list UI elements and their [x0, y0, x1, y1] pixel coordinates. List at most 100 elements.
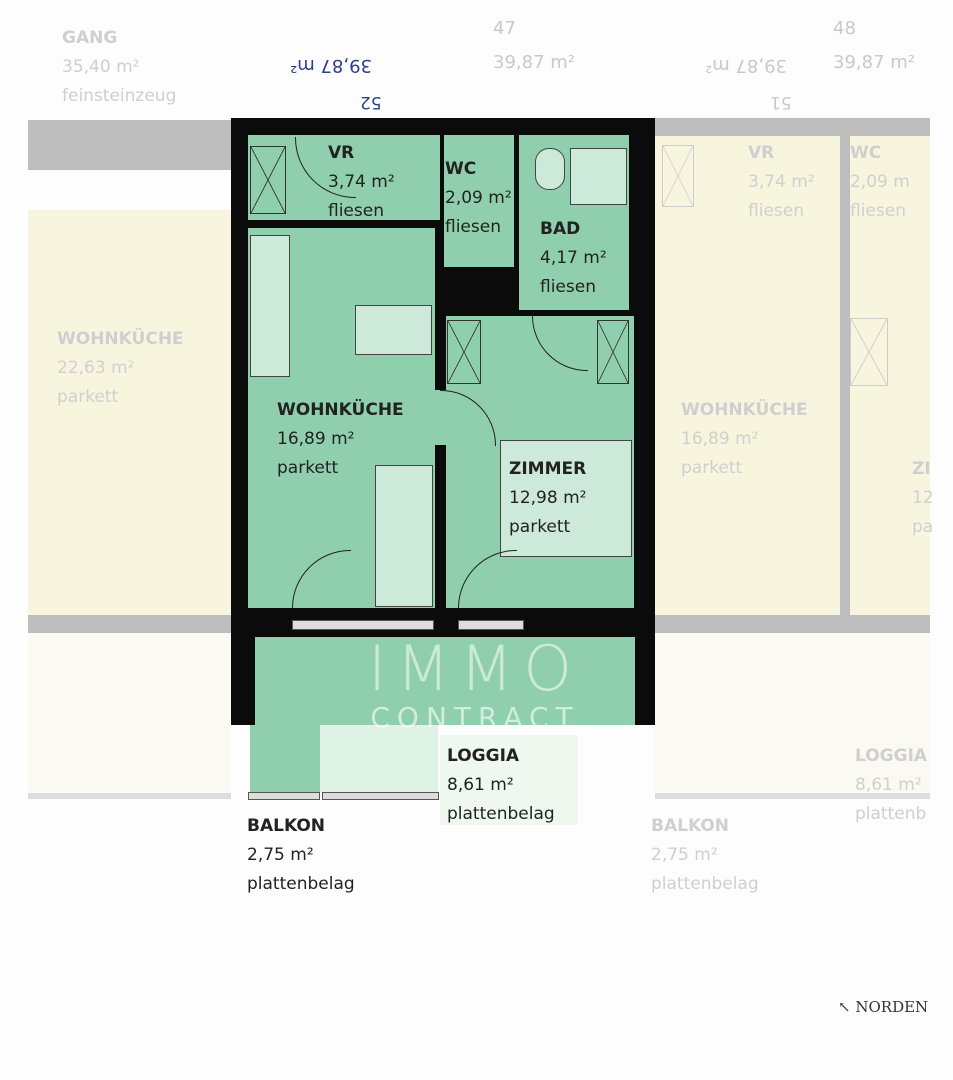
right-zimmer-name: ZI [912, 459, 931, 479]
balkon-name: BALKON [247, 816, 326, 836]
gang-area: 35,40 m² [62, 57, 140, 77]
unit-48-area: 39,87 m² [833, 52, 916, 73]
right-zimmer-area: 12 [912, 488, 934, 508]
wohnkueche-name: WOHNKÜCHE [277, 400, 404, 420]
right-loggia-floor: plattenb [855, 804, 927, 824]
right-vr-area: 3,74 m² [748, 172, 815, 192]
right-unit-wall [655, 118, 930, 136]
label-zimmer: ZIMMER 12,98 m² parkett [509, 455, 586, 542]
left-unit-wall-bottom [28, 615, 231, 633]
balkon-floor: plattenbelag [247, 874, 355, 894]
sofa [375, 465, 433, 607]
right-wc-floor: fliesen [850, 201, 906, 221]
left-unit-area [28, 210, 231, 630]
window [458, 620, 524, 630]
washbasin [535, 148, 565, 190]
bad-floor: fliesen [540, 277, 596, 297]
right-balkon-floor: plattenbelag [651, 874, 759, 894]
wohnkueche-area: 16,89 m² [277, 429, 355, 449]
gang-floor: feinsteinzeug [62, 86, 177, 106]
right-wc-name: WC [850, 143, 882, 163]
right-unit-wall-bottom [655, 615, 930, 633]
label-right-zimmer: ZI 12 pa [912, 455, 934, 542]
dining-table [355, 305, 432, 355]
right-wohnkueche-area: 16,89 m² [681, 429, 759, 449]
right-unit-inner-wall [840, 135, 850, 615]
window [292, 620, 434, 630]
vr-area: 3,74 m² [328, 172, 395, 192]
right-vr-floor: fliesen [748, 201, 804, 221]
wc-name: WC [445, 159, 477, 179]
wc-floor: fliesen [445, 217, 501, 237]
zimmer-name: ZIMMER [509, 459, 587, 479]
label-wohnkueche: WOHNKÜCHE 16,89 m² parkett [277, 396, 404, 483]
label-right-loggia: LOGGIA 8,61 m² plattenb [855, 742, 927, 829]
bed [500, 440, 632, 557]
left-unit-wall [28, 120, 231, 170]
label-balkon: BALKON 2,75 m² plattenbelag [247, 812, 355, 899]
unit-51-area: 39,87 m² [705, 55, 788, 76]
shaft [250, 146, 286, 214]
left-wohnkueche-name: WOHNKÜCHE [57, 329, 184, 349]
north-label: NORDEN [855, 998, 929, 1016]
unit-47-area: 39,87 m² [493, 52, 576, 73]
right-wc-area: 2,09 m [850, 172, 910, 192]
right-wohnkueche-floor: parkett [681, 458, 743, 478]
unit-48-number: 48 [833, 18, 856, 39]
wc-area: 2,09 m² [445, 188, 512, 208]
watermark-line1: IMMO [367, 632, 583, 705]
right-balkon-area: 2,75 m² [651, 845, 718, 865]
kitchen-counter [250, 235, 290, 377]
gang-name: GANG [62, 28, 118, 48]
label-gang: GANG 35,40 m² feinsteinzeug [62, 24, 176, 111]
railing [248, 792, 320, 800]
bad-area: 4,17 m² [540, 248, 607, 268]
shaft [597, 320, 629, 384]
balkon-area: 2,75 m² [247, 845, 314, 865]
loggia-extension [320, 725, 438, 793]
zimmer-area: 12,98 m² [509, 488, 587, 508]
unit-47-number: 47 [493, 18, 516, 39]
unit-51-number: 51 [770, 92, 792, 112]
label-left-wohnkueche: WOHNKÜCHE 22,63 m² parkett [57, 325, 184, 412]
unit-52-number: 52 [360, 92, 382, 112]
loggia-floor: plattenbelag [447, 804, 555, 824]
right-vr-name: VR [748, 143, 775, 163]
label-right-vr: VR 3,74 m² fliesen [748, 139, 815, 226]
north-arrow-icon: ↖ [838, 998, 851, 1016]
right-loggia [655, 633, 930, 799]
label-right-wohnkueche: WOHNKÜCHE 16,89 m² parkett [681, 396, 808, 483]
right-shaft-2 [850, 318, 888, 386]
room-balkon [250, 725, 320, 793]
compass: ↖ NORDEN [838, 998, 928, 1016]
left-wohnkueche-floor: parkett [57, 387, 119, 407]
right-shaft [662, 145, 694, 207]
right-zimmer-floor: pa [912, 517, 934, 537]
label-bad: BAD 4,17 m² fliesen [540, 215, 607, 302]
label-loggia: LOGGIA 8,61 m² plattenbelag [447, 742, 555, 829]
room-loggia [255, 637, 635, 725]
railing [322, 792, 439, 800]
vr-floor: fliesen [328, 201, 384, 221]
right-wohnkueche-name: WOHNKÜCHE [681, 400, 808, 420]
label-wc: WC 2,09 m² fliesen [445, 155, 515, 242]
shaft [447, 320, 481, 384]
shower [570, 148, 627, 205]
right-loggia-name: LOGGIA [855, 746, 928, 766]
loggia-extension-2 [440, 735, 578, 825]
room-wc [444, 135, 514, 267]
unit-52-area: 39,87 m² [290, 55, 373, 76]
bad-name: BAD [540, 219, 581, 239]
label-vr: VR 3,74 m² fliesen [328, 139, 395, 226]
right-balkon-name: BALKON [651, 816, 730, 836]
zimmer-floor: parkett [509, 517, 571, 537]
wohnkueche-floor: parkett [277, 458, 339, 478]
loggia-area: 8,61 m² [447, 775, 514, 795]
left-wohnkueche-area: 22,63 m² [57, 358, 135, 378]
watermark-line2: CONTRACT [370, 701, 580, 734]
label-right-wc: WC 2,09 m fliesen [850, 139, 910, 226]
left-loggia [28, 633, 231, 799]
vr-name: VR [328, 143, 355, 163]
right-loggia-area: 8,61 m² [855, 775, 922, 795]
